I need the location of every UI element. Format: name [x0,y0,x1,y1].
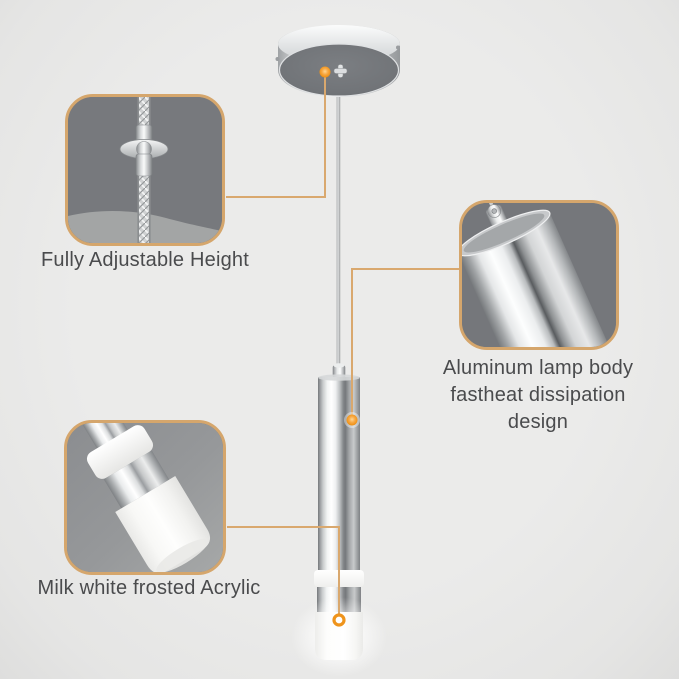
caption-aluminum-body: Aluminum lamp body fastheat dissipation … [418,355,658,436]
canopy-screw [333,64,348,78]
inset-frosted-acrylic [64,420,226,575]
diffuser-tube-top [67,423,129,450]
inset-adjustable-height [65,94,225,246]
tilted-diffuser [67,423,211,572]
callout-dots [319,66,360,627]
cable-lock [119,124,169,177]
lamp-body [291,363,387,677]
leader-aluminum [351,268,460,420]
callout-dot-aluminum [346,414,358,426]
caption-adjustable-height: Fully Adjustable Height [40,249,250,271]
callout-dot-acrylic [332,613,346,627]
leader-height [226,72,326,198]
callout-leader-lines [226,72,460,616]
tilted-lamp-tube [462,203,616,347]
cable-lock-closeup [68,97,222,243]
lamp-tube-closeup [462,203,616,347]
caption-frosted-acrylic: Milk white frosted Acrylic [37,577,261,599]
callout-dot-height [319,66,331,78]
caption-aluminum-line2: fastheat dissipation design [450,384,626,433]
diffuser-closeup [67,423,223,572]
caption-aluminum-line1: Aluminum lamp body [442,357,634,379]
hanging-cable [336,56,341,370]
frosted-ring [86,425,154,479]
leader-acrylic [227,526,340,616]
ceiling-canopy [275,25,400,97]
acrylic-diffuser [315,612,363,660]
inset-aluminum-body [459,200,619,350]
diffuser-chrome-mid [103,450,170,509]
